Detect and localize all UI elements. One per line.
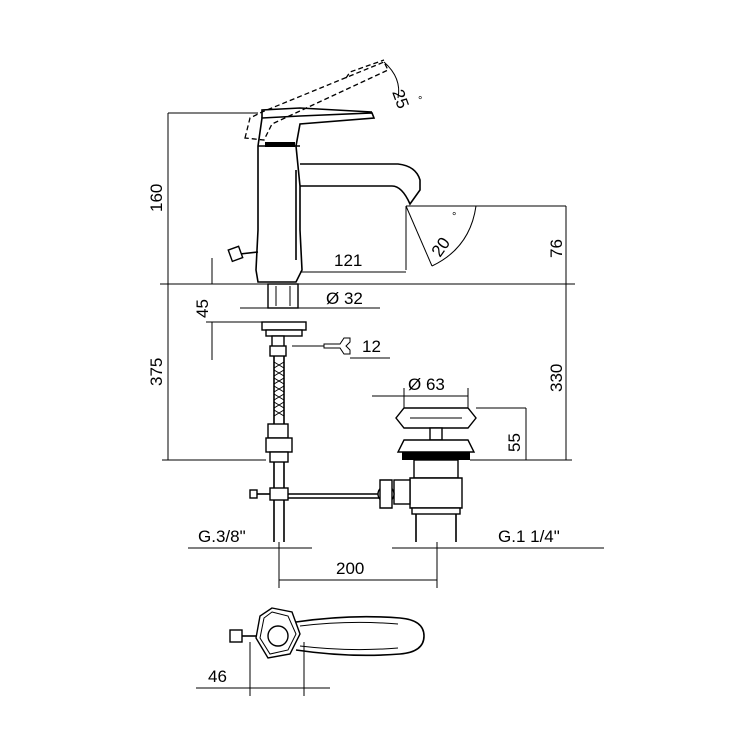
- faucet-body: [227, 107, 421, 283]
- dim-200-label: 200: [336, 559, 364, 578]
- handle-angle-label: 25: [388, 87, 412, 111]
- dim-330-label: 330: [547, 364, 566, 392]
- dim-inlet-thread: G.3/8": [188, 527, 312, 549]
- dim-160-label: 160: [147, 184, 166, 212]
- handle-angle-unit: °: [418, 95, 422, 107]
- dim-76-label: 76: [547, 239, 566, 258]
- dim-under-375: 375: [147, 284, 266, 461]
- dim-waste-diameter: Ø 63: [372, 375, 469, 408]
- dim-waste-55: 55: [476, 407, 527, 460]
- wrench-size-label: 12: [362, 337, 381, 356]
- spout-angle-label: 20: [428, 234, 454, 260]
- dim-lever-46: 46: [196, 642, 330, 696]
- dim-45-label: 45: [193, 299, 212, 318]
- wrench-icon: [323, 337, 351, 355]
- dim-375-label: 375: [147, 358, 166, 386]
- waste-thread-label: G.1 1/4": [498, 527, 560, 546]
- dim-55-label: 55: [505, 433, 524, 452]
- dim-121-label: 121: [334, 251, 362, 270]
- under-counter-assembly: [249, 283, 477, 542]
- dim-rod-330: 330: [470, 284, 572, 461]
- handle-angle-arc: [383, 61, 400, 99]
- dim-shank-45: 45: [193, 258, 262, 360]
- dim-diameter-32-label: Ø 32: [326, 289, 363, 308]
- dim-waste-thread: G.1 1/4": [392, 527, 604, 549]
- top-view: [229, 607, 425, 659]
- dim-diameter-63-label: Ø 63: [408, 375, 445, 394]
- dim-centre-200: 200: [278, 542, 438, 588]
- spout-angle: 20 °: [405, 205, 477, 270]
- lever-raised-position: [244, 59, 389, 141]
- dim-spout-height-76: 76: [406, 205, 567, 284]
- dim-reach-121: 121: [300, 251, 406, 273]
- wrench-dimension: 12: [292, 337, 390, 359]
- dim-shank-diameter: Ø 32: [240, 289, 380, 309]
- inlet-thread-label: G.3/8": [198, 527, 246, 546]
- dim-46-label: 46: [208, 667, 227, 686]
- spout-angle-unit: °: [452, 211, 456, 223]
